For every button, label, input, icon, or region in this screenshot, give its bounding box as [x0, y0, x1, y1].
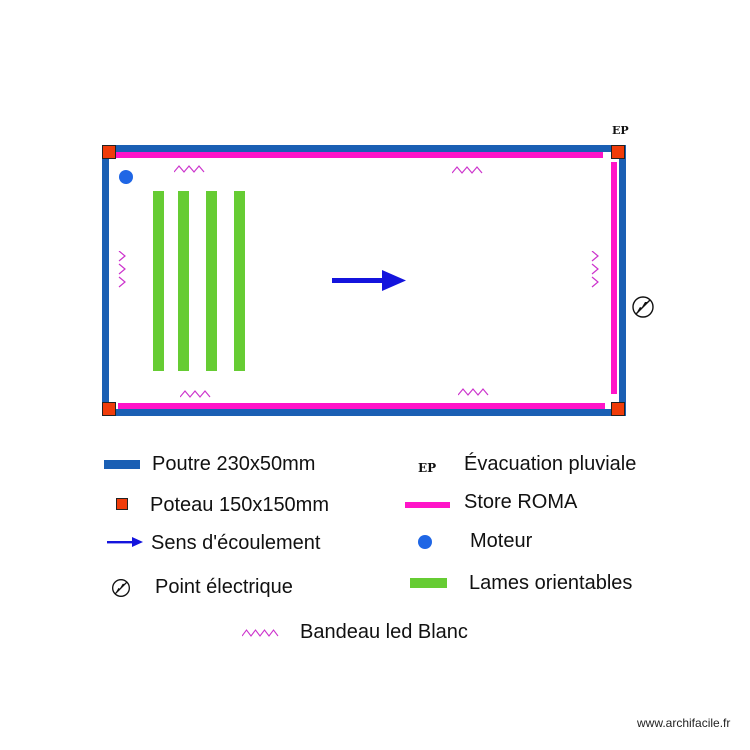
led-left-icon [118, 251, 126, 288]
post-bottom-right [611, 402, 625, 416]
lame-1 [153, 191, 164, 371]
motor-icon [119, 170, 133, 184]
legend-electrical-icon [112, 579, 130, 597]
legend-store-swatch [405, 502, 450, 508]
electrical-point-icon [632, 296, 654, 318]
legend-lames-label: Lames orientables [469, 572, 633, 594]
legend-ep-symbol: EP [418, 461, 437, 475]
legend-led-icon [242, 629, 279, 637]
led-right-icon [591, 251, 599, 288]
legend-store-label: Store ROMA [464, 491, 578, 513]
lame-2 [178, 191, 189, 371]
led-bottom-right-icon [458, 388, 489, 396]
lame-3 [206, 191, 217, 371]
legend-lames-swatch [410, 578, 447, 588]
led-top-left-icon [174, 165, 205, 173]
legend-poteau-label: Poteau 150x150mm [150, 494, 330, 516]
beam-left [102, 145, 109, 416]
legend-electrical-label: Point électrique [155, 576, 293, 598]
led-bottom-left-icon [180, 390, 211, 398]
watermark: www.archifacile.fr [637, 716, 731, 730]
store-bottom [118, 403, 605, 409]
legend-led-label: Bandeau led Blanc [300, 621, 468, 643]
beam-right [619, 145, 626, 416]
led-top-right-icon [452, 166, 483, 174]
store-top [116, 152, 603, 158]
store-right [611, 162, 617, 394]
legend-motor-label: Moteur [470, 530, 533, 552]
flow-arrow-icon [332, 270, 406, 291]
lame-4 [234, 191, 245, 371]
post-top-right [611, 145, 625, 159]
legend-ep-label: Évacuation pluviale [464, 453, 637, 475]
legend-poutre-swatch [104, 460, 140, 469]
beam-top [102, 145, 626, 152]
legend-poteau-swatch [116, 498, 128, 510]
legend-flow-label: Sens d'écoulement [151, 532, 321, 554]
ep-label: EP [612, 124, 629, 137]
legend-motor-icon [418, 535, 432, 549]
legend-poutre-label: Poutre 230x50mm [152, 453, 316, 475]
beam-bottom [102, 409, 626, 416]
post-top-left [102, 145, 116, 159]
legend-arrow-icon [107, 537, 143, 547]
post-bottom-left [102, 402, 116, 416]
